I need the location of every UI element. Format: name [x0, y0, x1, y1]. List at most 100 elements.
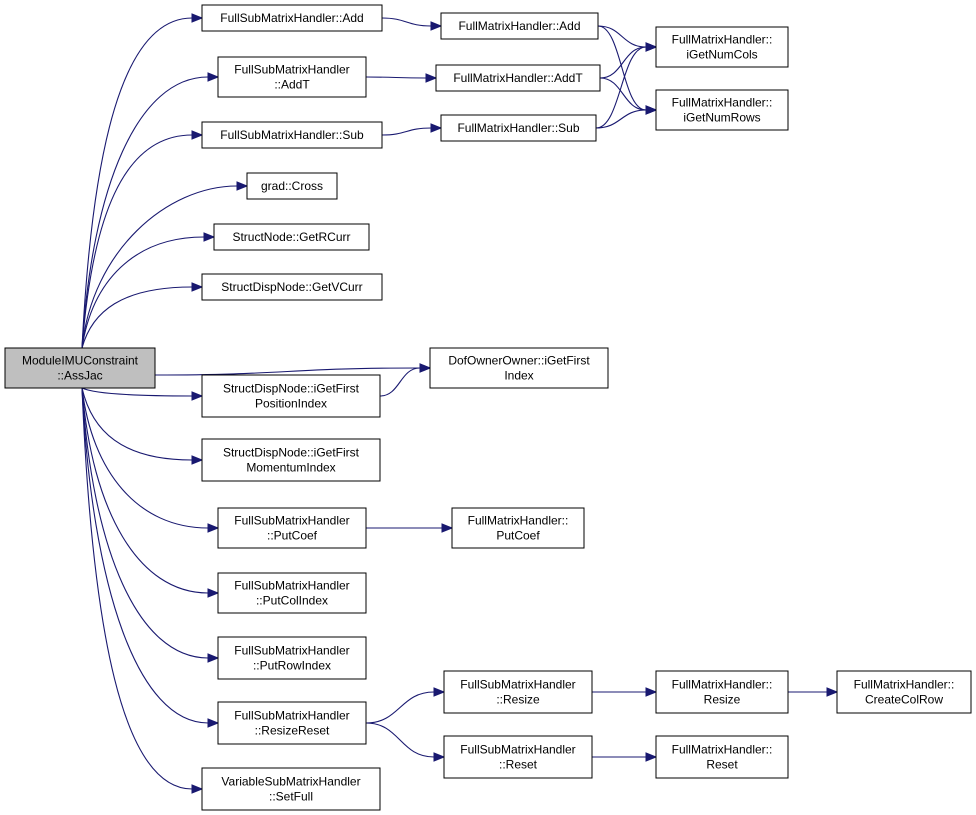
edge-root-to-sdn-getvcurr: [81, 282, 204, 349]
edge-line: [365, 691, 435, 724]
edge-line: [81, 17, 193, 349]
edge-line: [597, 25, 647, 48]
arrowhead-icon: [207, 588, 220, 598]
edge-line: [81, 387, 209, 594]
arrowhead-icon: [425, 73, 438, 83]
edge-line: [381, 17, 432, 27]
edge-root-to-grad-cross: [81, 181, 249, 349]
node-label: Reset: [706, 758, 738, 772]
arrowhead-icon: [645, 687, 658, 697]
edge-sdn-pos-to-doo-igetfirst: [379, 363, 432, 397]
edge-root-to-fsmh-putrow: [81, 387, 220, 663]
node-label: StructDispNode::iGetFirst: [223, 446, 360, 460]
node-fmh-rows[interactable]: FullMatrixHandler::iGetNumRows: [655, 89, 789, 131]
node-label: PutCoef: [496, 529, 540, 543]
node-box: [836, 670, 972, 714]
node-label: FullSubMatrixHandler: [460, 743, 575, 757]
arrowhead-icon: [645, 752, 658, 762]
arrowhead-icon: [430, 21, 443, 31]
edge-line: [595, 46, 647, 129]
node-label: DofOwnerOwner::iGetFirst: [448, 354, 590, 368]
edge-line: [81, 236, 205, 349]
node-root[interactable]: ModuleIMUConstraint::AssJac: [4, 347, 156, 389]
node-fsmh-resize[interactable]: FullSubMatrixHandler::Resize: [443, 670, 593, 714]
node-label: grad::Cross: [261, 179, 323, 193]
edge-line: [154, 367, 421, 376]
edge-line: [81, 387, 193, 397]
edge-root-to-sdn-mom: [81, 387, 204, 465]
edge-fmh-sub-to-fmh-rows: [595, 105, 658, 129]
node-fsmh-putcol[interactable]: FullSubMatrixHandler::PutColIndex: [217, 572, 367, 614]
edge-line: [597, 25, 647, 111]
node-fsmh-sub[interactable]: FullSubMatrixHandler::Sub: [201, 121, 383, 149]
node-fmh-add[interactable]: FullMatrixHandler::Add: [440, 12, 599, 40]
node-box: [443, 735, 593, 779]
node-fsmh-putcoef[interactable]: FullSubMatrixHandler::PutCoef: [217, 507, 367, 549]
node-fmh-createcolrow[interactable]: FullMatrixHandler::CreateColRow: [836, 670, 972, 714]
node-label: ::ResizeReset: [255, 724, 330, 738]
node-label: StructDispNode::GetVCurr: [221, 280, 362, 294]
arrowhead-icon: [441, 523, 454, 533]
node-label: StructNode::GetRCurr: [232, 230, 350, 244]
node-box: [201, 374, 381, 418]
node-label: FullMatrixHandler::: [672, 743, 773, 757]
node-sdn-getvcurr[interactable]: StructDispNode::GetVCurr: [201, 273, 383, 301]
node-vsmh-setfull[interactable]: VariableSubMatrixHandler::SetFull: [201, 767, 381, 811]
node-fsmh-addt[interactable]: FullSubMatrixHandler::AddT: [217, 56, 367, 98]
node-fmh-putcoef[interactable]: FullMatrixHandler::PutCoef: [451, 507, 585, 549]
node-label: FullMatrixHandler::Sub: [457, 121, 579, 135]
call-graph-edges: [81, 13, 839, 794]
node-box: [655, 735, 789, 779]
arrowhead-icon: [191, 130, 204, 140]
node-box: [201, 121, 383, 149]
node-fmh-cols[interactable]: FullMatrixHandler::iGetNumCols: [655, 26, 789, 68]
arrowhead-icon: [645, 105, 658, 115]
node-fsmh-putrow[interactable]: FullSubMatrixHandler::PutRowIndex: [217, 636, 367, 680]
node-label: FullMatrixHandler::Add: [458, 19, 580, 33]
node-label: ::AssJac: [57, 369, 102, 383]
edge-line: [365, 722, 435, 758]
node-grad-cross[interactable]: grad::Cross: [246, 172, 338, 200]
node-box: [217, 572, 367, 614]
node-label: iGetNumRows: [683, 111, 760, 125]
edge-fmh-resize-to-fmh-createcolrow: [788, 687, 839, 697]
edge-line: [81, 387, 193, 790]
node-sn-getrcurr[interactable]: StructNode::GetRCurr: [213, 223, 370, 251]
edge-root-to-fsmh-resizereset: [81, 387, 220, 728]
node-fsmh-resizereset[interactable]: FullSubMatrixHandler::ResizeReset: [217, 701, 367, 745]
node-label: ModuleIMUConstraint: [22, 354, 139, 368]
node-box: [217, 56, 367, 98]
node-label: FullSubMatrixHandler: [234, 63, 349, 77]
node-box: [217, 701, 367, 745]
arrowhead-icon: [207, 653, 220, 663]
node-box: [217, 636, 367, 680]
node-box: [435, 64, 601, 92]
node-fmh-reset[interactable]: FullMatrixHandler::Reset: [655, 735, 789, 779]
node-fmh-sub[interactable]: FullMatrixHandler::Sub: [440, 114, 597, 142]
arrowhead-icon: [826, 687, 839, 697]
node-label: CreateColRow: [865, 693, 943, 707]
node-box: [4, 347, 156, 389]
edge-root-to-fsmh-sub: [81, 130, 204, 349]
edge-line: [81, 76, 209, 349]
edge-fsmh-addt-to-fmh-addt: [365, 73, 438, 83]
node-fmh-resize[interactable]: FullMatrixHandler::Resize: [655, 670, 789, 714]
node-fmh-addt[interactable]: FullMatrixHandler::AddT: [435, 64, 601, 92]
node-label: iGetNumCols: [686, 48, 757, 62]
edge-line: [81, 387, 193, 461]
node-label: Resize: [704, 693, 741, 707]
node-fsmh-reset[interactable]: FullSubMatrixHandler::Reset: [443, 735, 593, 779]
edge-root-to-fsmh-add: [81, 13, 204, 349]
edge-line: [365, 76, 427, 79]
node-label: ::PutCoef: [267, 529, 318, 543]
edge-line: [379, 367, 421, 397]
arrowhead-icon: [419, 363, 432, 373]
edge-line: [81, 134, 193, 349]
edge-fsmh-putcoef-to-fmh-putcoef: [366, 523, 454, 533]
node-box: [201, 4, 383, 32]
node-label: FullSubMatrixHandler: [234, 514, 349, 528]
node-fsmh-add[interactable]: FullSubMatrixHandler::Add: [201, 4, 383, 32]
